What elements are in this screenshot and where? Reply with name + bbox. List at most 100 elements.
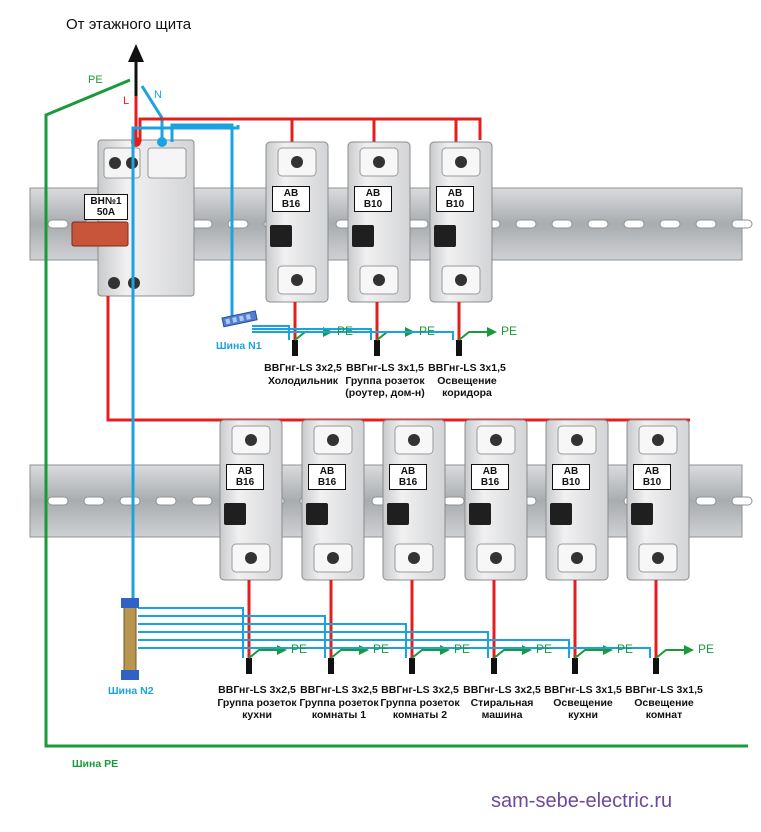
up-arrow-icon <box>128 44 144 62</box>
row2-breakers <box>138 419 694 674</box>
pe-label: PE <box>454 642 471 656</box>
breaker-toggle <box>550 503 572 525</box>
bus-pe-label: Шина PE <box>72 758 119 770</box>
breaker-toggle <box>352 225 374 247</box>
n-label: N <box>154 89 162 101</box>
screw-icon <box>373 156 385 168</box>
screw-icon <box>652 434 664 446</box>
pe-wire <box>248 649 277 659</box>
breaker-type: АВ <box>563 466 579 477</box>
cable-desc1: Холодильник <box>267 374 339 387</box>
phase-jumper-wire <box>290 119 298 146</box>
rail-slot <box>443 496 465 506</box>
pe-label: PE <box>291 642 308 656</box>
pe-label: PE <box>617 642 634 656</box>
breaker-type: АВ <box>319 466 335 477</box>
cable-type: ВВГнг-LS 3х1,5 <box>428 362 506 374</box>
pe-wire <box>574 649 603 659</box>
cable-end <box>456 340 462 356</box>
screw-icon <box>571 434 583 446</box>
screw-icon <box>291 274 303 286</box>
pe-wire <box>376 331 405 341</box>
pe-label: PE <box>419 324 436 338</box>
breaker-body <box>545 419 609 581</box>
breaker-type: АВ <box>283 188 299 199</box>
pe-label: PE <box>373 642 390 656</box>
cable-end <box>409 658 415 674</box>
screw-icon <box>490 434 502 446</box>
cable-type: ВВГнг-LS 3х1,5 <box>346 362 424 374</box>
breaker-body <box>265 141 329 303</box>
cable-desc1: Стиральная <box>470 696 534 709</box>
breaker-rating: В16 <box>317 477 337 488</box>
pe-arrow-icon <box>440 645 450 655</box>
pe-wire <box>493 649 522 659</box>
rail-slot <box>695 496 717 506</box>
phase-bus-top <box>138 117 482 142</box>
breaker-toggle <box>469 503 491 525</box>
breaker-1 <box>219 419 283 581</box>
rail-slot <box>119 496 141 506</box>
breaker-type: АВ <box>447 188 463 199</box>
l-label: L <box>123 95 130 107</box>
screw-icon <box>291 156 303 168</box>
rail-slot <box>623 219 645 229</box>
breaker-body <box>219 419 283 581</box>
breaker-rating: В10 <box>642 477 662 488</box>
neutral-wire <box>138 615 326 658</box>
breaker-6 <box>626 419 690 581</box>
pe-arrow-icon <box>684 645 694 655</box>
breaker-body <box>626 419 690 581</box>
rail-slot <box>155 496 177 506</box>
screw-icon <box>455 274 467 286</box>
rail-slot <box>191 496 213 506</box>
rail-slot <box>587 219 609 229</box>
pe-wire <box>330 649 359 659</box>
cable-type: ВВГнг-LS 3х2,5 <box>381 684 459 696</box>
cable-desc2: кухни <box>242 709 272 721</box>
pe-label: PE <box>698 642 715 656</box>
breaker-type: АВ <box>482 466 498 477</box>
pe-wire <box>458 331 487 341</box>
neutral-to-n2 <box>131 125 240 600</box>
cable-desc2: кухни <box>568 709 598 721</box>
rail-slot <box>191 219 213 229</box>
breaker-rating: В10 <box>561 477 581 488</box>
pe-arrow-icon <box>277 645 287 655</box>
cable-desc1: Группа розеток <box>345 374 425 387</box>
breaker-body <box>301 419 365 581</box>
breaker-toggle <box>434 225 456 247</box>
neutral-wire <box>138 607 244 658</box>
cable-type: ВВГнг-LS 3х2,5 <box>300 684 378 696</box>
cable-desc2: машина <box>481 709 523 721</box>
breaker-toggle <box>270 225 292 247</box>
cable-type: ВВГнг-LS 3х2,5 <box>218 684 296 696</box>
phase-bus-bottom <box>106 296 690 422</box>
cable-desc1: Группа розеток <box>380 696 460 709</box>
neutral-wire <box>252 328 372 340</box>
pe-wire <box>411 649 440 659</box>
screw-icon <box>652 552 664 564</box>
breaker-body <box>347 141 411 303</box>
row1-breakers <box>252 119 497 356</box>
cable-desc2: комнаты 1 <box>311 709 367 721</box>
rail-slot <box>551 219 573 229</box>
pe-label: PE <box>501 324 518 338</box>
main-switch-handle <box>71 221 129 247</box>
neutral-wire <box>138 647 651 658</box>
cable-desc2: комнат <box>645 709 683 721</box>
cable-end <box>653 658 659 674</box>
phase-jumper-wire <box>454 119 462 146</box>
bus-n1 <box>221 310 258 328</box>
breaker-type: АВ <box>365 188 381 199</box>
breaker-rating: В16 <box>398 477 418 488</box>
breaker-type: АВ <box>237 466 253 477</box>
